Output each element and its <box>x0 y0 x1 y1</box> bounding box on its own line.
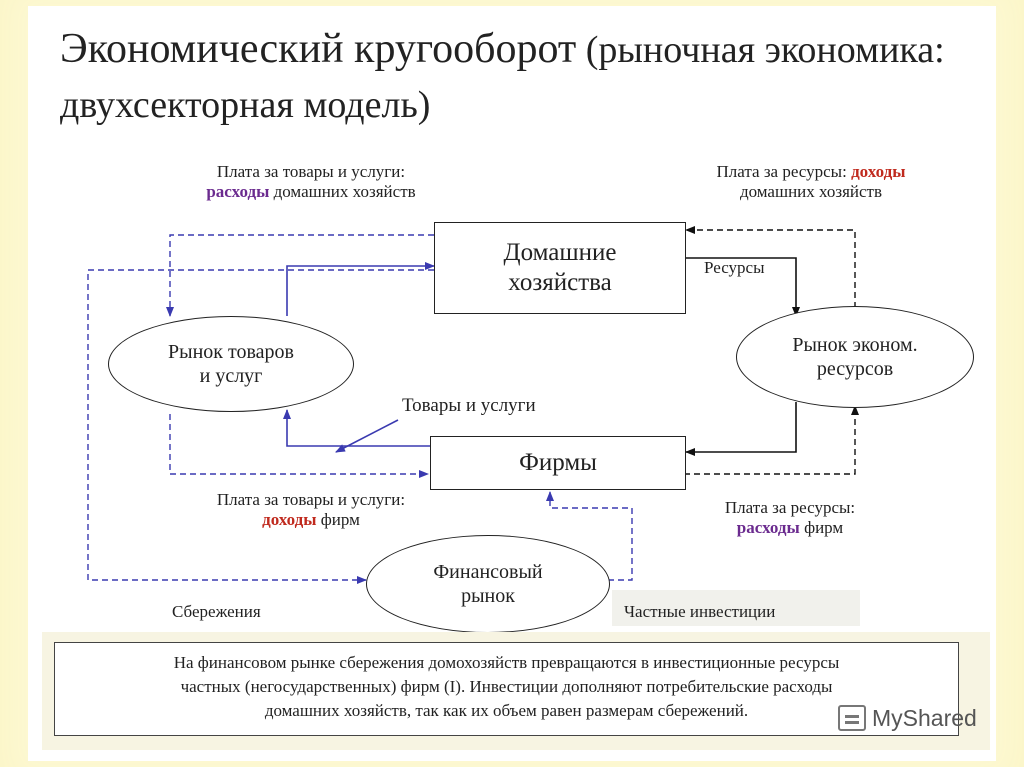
highlight-firm-income: доходы <box>262 510 317 529</box>
node-firms: Фирмы <box>430 436 686 490</box>
highlight-spending: расходы <box>206 182 270 201</box>
watermark-text: MyShared <box>872 704 977 731</box>
presentation-icon <box>838 705 866 731</box>
highlight-firm-spending: расходы <box>736 518 800 537</box>
node-goods-market: Рынок товаров и услуг <box>108 316 354 412</box>
node-financial-market: Финансовый рынок <box>366 535 610 633</box>
label-goods-services: Товары и услуги <box>402 395 536 416</box>
callout-box: На финансовом рынке сбережения домохозяй… <box>54 642 959 736</box>
watermark: MyShared <box>838 702 977 734</box>
label-resources: Ресурсы <box>704 258 765 277</box>
label-payment-resources-firm-spending: Плата за ресурсы: расходы фирм <box>724 498 856 537</box>
page-title: Экономический кругооборот (рыночная экон… <box>60 22 960 132</box>
investment-label-background <box>612 590 860 626</box>
callout-line-3: домашних хозяйств, так как их объем раве… <box>264 701 749 720</box>
label-private-investment: Частные инвестиции <box>624 602 776 621</box>
callout-line-1: На финансовом рынке сбережения домохозяй… <box>173 653 840 672</box>
node-households: Домашние хозяйства <box>434 222 686 314</box>
title-paren: (рыночная экономика: двухсекторная модел… <box>60 29 945 126</box>
highlight-income: доходы <box>851 162 906 181</box>
label-payment-resources-household-income: Плата за ресурсы: доходы домашних хозяйс… <box>716 162 906 201</box>
title-main: Экономический кругооборот <box>60 26 577 72</box>
label-savings: Сбережения <box>172 602 261 621</box>
label-payment-goods-household-spending: Плата за товары и услуги: расходы домашн… <box>206 162 416 201</box>
label-payment-goods-firm-income: Плата за товары и услуги: доходы фирм <box>216 490 406 529</box>
node-resource-market: Рынок эконом. ресурсов <box>736 306 974 408</box>
callout-line-2: частных (негосударственных) фирм (I). Ин… <box>180 677 833 696</box>
